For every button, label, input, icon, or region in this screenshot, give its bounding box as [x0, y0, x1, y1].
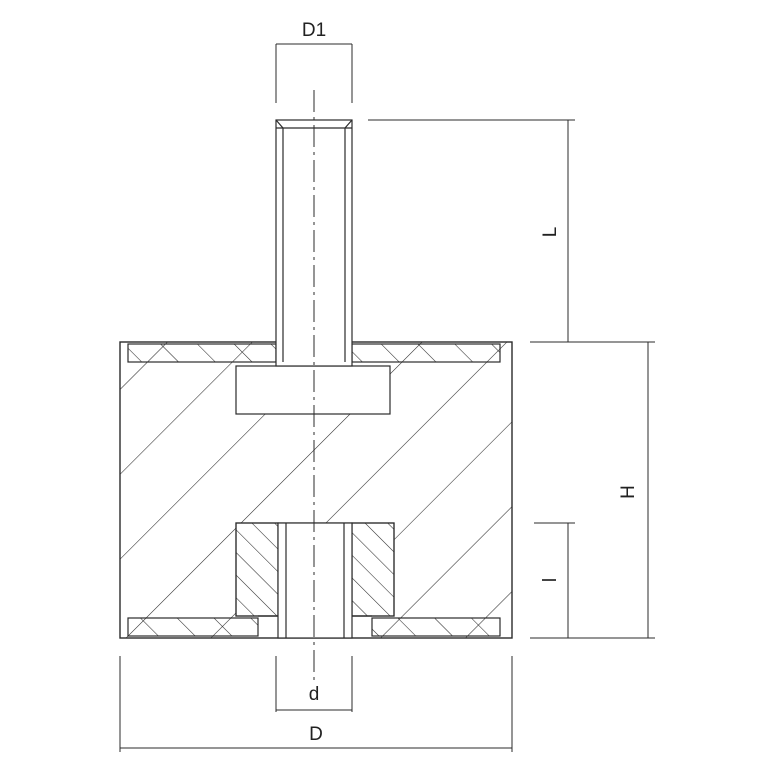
- dimension-h: [530, 341, 655, 639]
- dimension-l-lower: [534, 522, 575, 638]
- label-d-outer: D: [309, 724, 323, 745]
- dimension-l-upper: [368, 119, 575, 342]
- dimension-d-small: [275, 656, 353, 712]
- label-h: H: [618, 485, 639, 499]
- label-d1: D1: [302, 20, 326, 41]
- top-insert-head: [235, 365, 391, 415]
- bottom-plate: [127, 615, 501, 637]
- label-l-upper: L: [540, 227, 561, 238]
- dimension-d-outer: [119, 656, 513, 752]
- label-d-small: d: [309, 684, 320, 705]
- bottom-nut-insert: [235, 522, 395, 639]
- label-l-lower: l: [540, 578, 561, 582]
- dimension-d1: [275, 43, 353, 103]
